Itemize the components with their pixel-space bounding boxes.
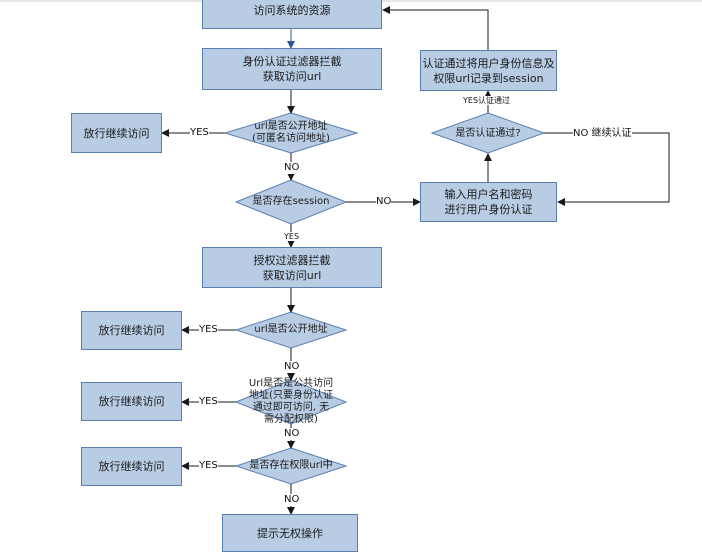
node-record-session: 认证通过将用户身份信息及 权限url记录到session [420, 50, 557, 91]
node-login-input-label: 输入用户名和密码 进行用户身份认证 [444, 188, 533, 216]
node-authz-filter: 授权过滤器拦截 获取访问url [202, 247, 382, 288]
node-allow-anonymous-label: 放行继续访问 [83, 126, 150, 140]
edge-label-no-session: NO [376, 196, 392, 208]
diamond-auth-passed [430, 112, 546, 154]
edge-label-yes-public: YES [199, 324, 218, 336]
node-auth-filter-label: 身份认证过滤器拦截 获取访问url [242, 55, 342, 83]
diamond-has-session [234, 179, 348, 225]
node-record-session-label: 认证通过将用户身份信息及 权限url记录到session [422, 56, 555, 85]
edge-label-yes-permission: YES [199, 460, 218, 472]
edge-label-yes-auth: YES认证通过 [463, 96, 511, 105]
edge-authpassed-no [544, 132, 670, 206]
edge-label-no-permission: NO [284, 494, 300, 506]
diamond-is-common [234, 379, 348, 425]
edge-label-no-common: NO [284, 428, 300, 440]
edge-label-no-auth: NO 继续认证 [573, 128, 632, 140]
edge-label-no-anonymous: NO [284, 162, 300, 174]
node-allow-common-label: 放行继续访问 [98, 395, 165, 408]
node-auth-filter: 身份认证过滤器拦截 获取访问url [202, 48, 382, 90]
node-access-resource: 访问系统的资源 [202, 0, 382, 29]
node-allow-public-label: 放行继续访问 [98, 324, 165, 337]
node-access-resource-label: 访问系统的资源 [253, 4, 331, 17]
node-allow-permission: 放行继续访问 [81, 447, 182, 486]
diamond-is-anonymous [223, 112, 359, 154]
edge-label-yes-common: YES [199, 396, 218, 408]
node-allow-anonymous: 放行继续访问 [71, 113, 162, 153]
edge-label-yes-session: YES [284, 232, 300, 241]
node-authz-filter-label: 授权过滤器拦截 获取访问url [253, 253, 331, 282]
edge-label-no-public: NO [284, 361, 300, 373]
edge-record-to-resource [382, 6, 489, 50]
node-allow-permission-label: 放行继续访问 [98, 460, 165, 473]
node-no-permission: 提示无权操作 [222, 514, 358, 552]
node-allow-common: 放行继续访问 [81, 382, 182, 421]
node-login-input: 输入用户名和密码 进行用户身份认证 [420, 182, 557, 222]
edge-label-yes-anonymous: YES [190, 127, 209, 139]
node-no-permission-label: 提示无权操作 [257, 526, 323, 540]
diamond-in-permissions [234, 447, 348, 485]
diamond-is-public [234, 311, 348, 349]
node-allow-public: 放行继续访问 [81, 311, 182, 350]
